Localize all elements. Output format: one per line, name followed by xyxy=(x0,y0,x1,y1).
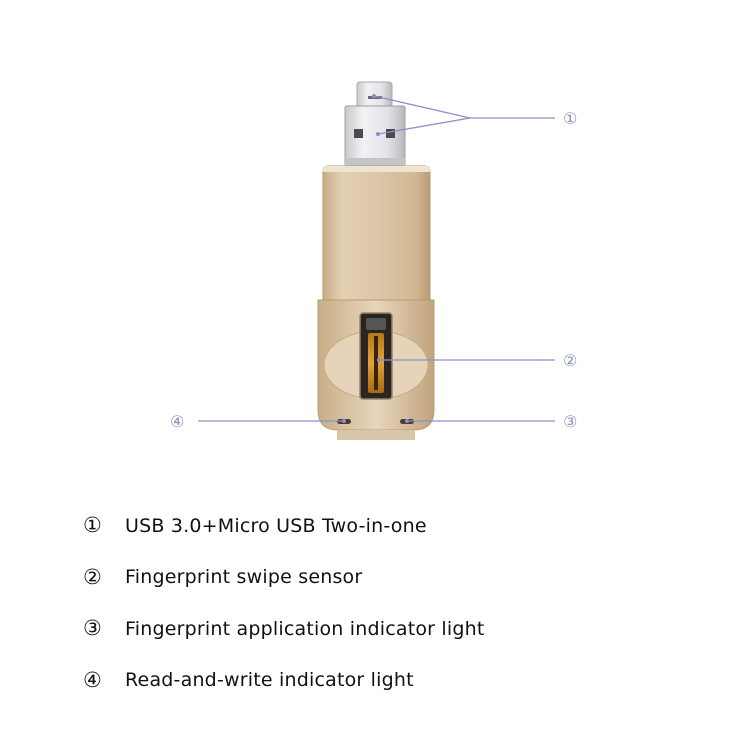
callout-1-line-top xyxy=(373,95,471,119)
legend-text: Fingerprint application indicator light xyxy=(125,617,485,640)
legend-number: ③ xyxy=(83,616,102,640)
callout-3-number: ③ xyxy=(563,412,577,431)
legend-number: ② xyxy=(83,564,102,589)
legend-item: ③ Fingerprint application indicator ligh… xyxy=(83,615,703,642)
legend-number: ④ xyxy=(83,667,102,692)
callout-2-number: ② xyxy=(563,351,577,370)
legend-number: ① xyxy=(83,513,102,537)
usb-connectors xyxy=(344,81,406,167)
legend-item: ② Fingerprint swipe sensor xyxy=(83,564,703,591)
legend-item: ④ Read-and-write indicator light xyxy=(83,667,703,694)
legend: ① USB 3.0+Micro USB Two-in-one ② Fingerp… xyxy=(83,512,703,718)
fingerprint-sensor xyxy=(359,312,393,400)
legend-item: ① USB 3.0+Micro USB Two-in-one xyxy=(83,512,703,539)
callout-lines xyxy=(198,95,555,422)
callout-1-line-bottom xyxy=(377,117,471,135)
legend-text: Fingerprint swipe sensor xyxy=(125,566,363,588)
legend-text: Read-and-write indicator light xyxy=(125,669,414,691)
legend-text: USB 3.0+Micro USB Two-in-one xyxy=(125,514,427,537)
callout-1-number: ① xyxy=(563,109,577,128)
callout-4-number: ④ xyxy=(170,412,184,431)
